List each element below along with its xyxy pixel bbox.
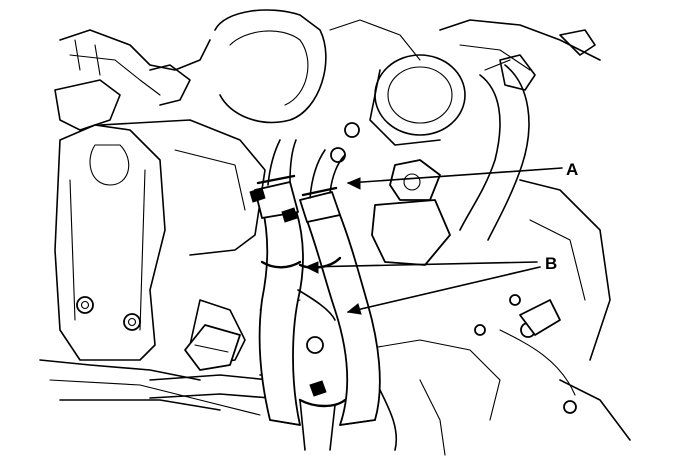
arrowhead-a [346,177,361,190]
callout-label-b: B [545,254,557,273]
hose-pair-b [249,139,381,451]
leader-lines [304,167,563,315]
callout-label-a: A [566,160,578,179]
arrowhead-b2 [346,303,362,315]
leader-line-a [347,167,563,184]
arrowhead-b1 [304,261,319,274]
leader-line-b2 [347,266,541,313]
leader-line-b1 [305,261,538,268]
engine-background [39,9,631,456]
